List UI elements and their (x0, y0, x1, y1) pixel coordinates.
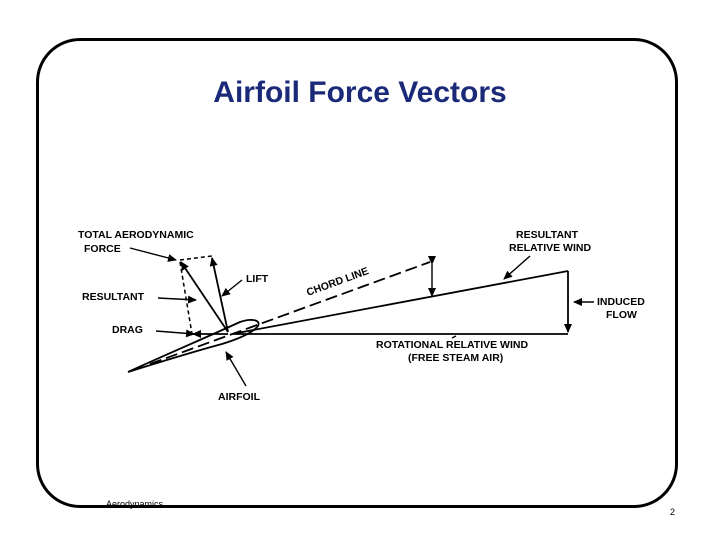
lift-leader (221, 279, 243, 297)
construction-line-left (179, 261, 193, 335)
label-rotational-1: ROTATIONAL RELATIVE WIND (376, 339, 528, 351)
resultant-leader (157, 295, 197, 304)
label-rotational-2: (FREE STEAM AIR) (408, 352, 503, 364)
page-number: 2 (670, 507, 676, 517)
label-total-aero-2: FORCE (84, 243, 121, 255)
label-drag: DRAG (112, 324, 143, 336)
construction-line-top (179, 255, 213, 261)
total-force-leader (129, 247, 177, 262)
rotational-wind-leader (451, 335, 457, 339)
label-airfoil: AIRFOIL (218, 391, 261, 403)
airfoil-shape (127, 319, 260, 373)
label-induced-2: FLOW (606, 309, 637, 321)
label-chord-line: CHORD LINE (305, 265, 371, 299)
lift-vector (209, 257, 229, 333)
resultant-wind-leader (503, 255, 531, 280)
airfoil-leader (225, 351, 247, 387)
page-title: Airfoil Force Vectors (213, 76, 507, 109)
chord-line (149, 261, 431, 365)
resultant-wind-line (231, 270, 569, 335)
drag-leader (155, 329, 195, 338)
label-total-aero-1: TOTAL AERODYNAMIC (78, 229, 194, 241)
total-force-vector (180, 261, 229, 333)
label-resultant-wind-2: RELATIVE WIND (509, 242, 591, 254)
label-induced-1: INDUCED (597, 296, 645, 308)
slide-frame (36, 38, 678, 508)
label-resultant-wind-1: RESULTANT (516, 229, 579, 241)
label-lift: LIFT (246, 273, 269, 285)
label-resultant: RESULTANT (82, 291, 145, 303)
footer-label: Aerodynamics (106, 499, 164, 509)
